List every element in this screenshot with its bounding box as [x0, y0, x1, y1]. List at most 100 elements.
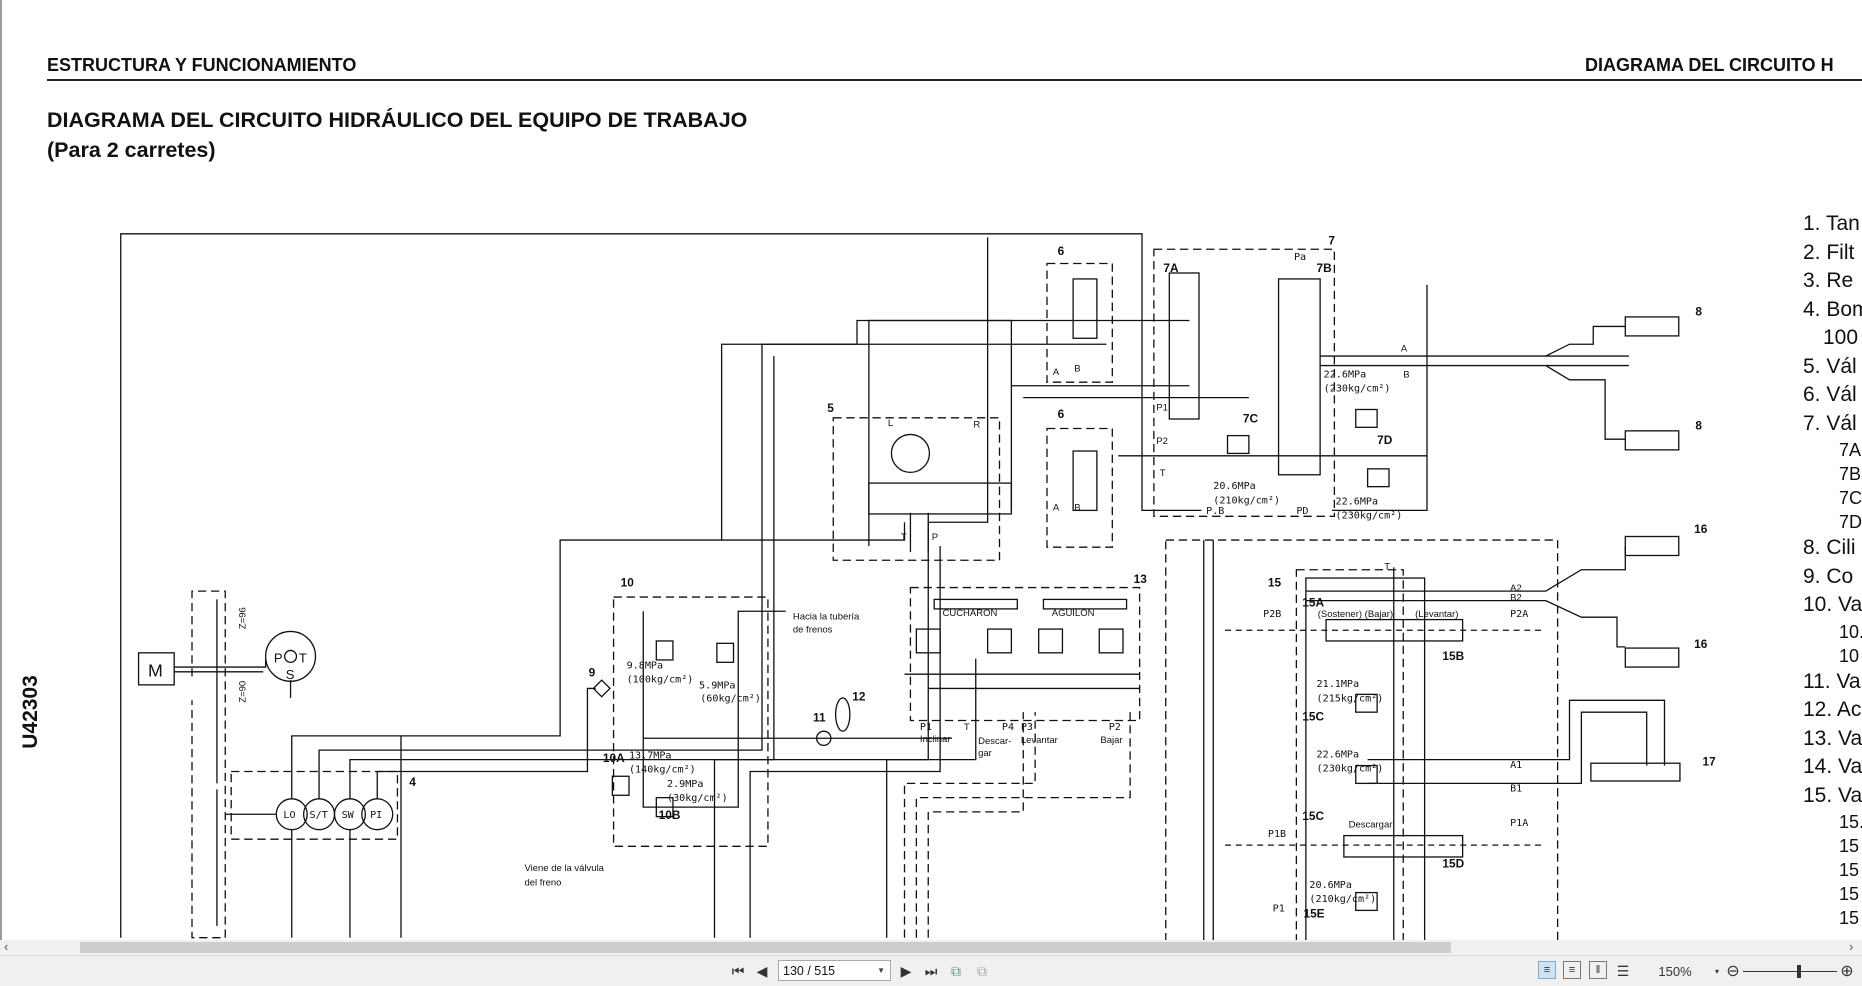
next-page-button[interactable]: ▶	[898, 961, 914, 981]
diagram-label-v6b-b: B	[1074, 502, 1080, 513]
diagram-label-n7d: 7D	[1377, 433, 1393, 447]
two-page-continuous-icon: ☰	[1616, 962, 1630, 979]
legend-item: 14. Va	[1803, 755, 1862, 778]
steering-pump-s-label: S	[286, 667, 295, 682]
page-number-input[interactable]: 130 / 515▼	[778, 960, 891, 981]
legend-item: 6. Vál	[1803, 383, 1857, 406]
continuous-view-button[interactable]: ≡	[1563, 961, 1581, 979]
chevron-down-icon[interactable]: ▼	[877, 966, 885, 975]
scroll-right-icon[interactable]: ›	[1849, 939, 1854, 954]
diagram-label-v13-p1: P1	[920, 722, 932, 733]
diagram-label-v7-a: A	[1401, 343, 1408, 354]
zoom-out-button[interactable]: ⊖	[1724, 961, 1742, 981]
last-page-button[interactable]: ⏭	[922, 961, 940, 981]
legend-item: 12. Ac	[1803, 698, 1862, 721]
legend-item: 10.	[1839, 621, 1862, 642]
legend-item: 15	[1839, 836, 1860, 856]
diagram-label-p98: 9.8MPa	[627, 660, 663, 671]
diagram-label-v6b-a: A	[1053, 502, 1060, 513]
legend-item: 1. Tan	[1803, 212, 1860, 235]
horizontal-scrollbar[interactable]: ‹ ›	[0, 939, 1862, 955]
diagram-label-p29k: (30kg/cm²)	[667, 793, 728, 804]
legend-item: 15	[1839, 884, 1860, 904]
legend-item: 15	[1839, 860, 1860, 880]
diagram-label-brake-to2: de frenos	[793, 625, 833, 636]
pump-sw-label: SW	[342, 810, 355, 821]
legend-item: 4. Bom	[1803, 297, 1862, 321]
first-page-button[interactable]: ⏮	[730, 961, 746, 981]
insert-page-button[interactable]: ⧉	[973, 961, 991, 981]
page-title: DIAGRAMA DEL CIRCUITO HIDRÁULICO DEL EQU…	[47, 108, 748, 132]
legend-item: 100	[1823, 326, 1859, 349]
zoom-in-icon: ⊕	[1840, 963, 1854, 980]
diagram-label-n5: 5	[827, 401, 834, 415]
legend-item: 10	[1839, 645, 1860, 666]
zoom-dropdown-icon[interactable]: ▾	[1714, 966, 1719, 976]
diagram-label-v7-p2: P2	[1156, 436, 1168, 447]
diagram-label-pd: PD	[1296, 506, 1308, 517]
zoom-level[interactable]: 150%	[1658, 963, 1692, 979]
zoom-slider[interactable]	[1743, 971, 1837, 972]
scroll-left-icon[interactable]: ‹	[4, 939, 9, 954]
diagram-label-n7: 7	[1328, 234, 1335, 248]
previous-page-button[interactable]: ◀	[754, 961, 770, 981]
diagram-label-n10: 10	[621, 575, 635, 589]
legend-item: 9. Co	[1803, 564, 1854, 588]
diagram-label-p226ck: (230kg/cm²)	[1317, 764, 1384, 775]
gear-z90-label: Z=90	[237, 681, 248, 703]
legend-item: 15. Va	[1803, 783, 1862, 807]
last-page-icon: ⏭	[924, 962, 938, 979]
legend-item: 3. Re	[1803, 269, 1854, 292]
page-subtitle: (Para 2 carretes)	[47, 138, 216, 162]
diagram-label-n8b: 8	[1695, 419, 1702, 433]
diagram-label-p226c: 22.6MPa	[1317, 749, 1359, 760]
diagram-label-n10a: 10A	[603, 751, 625, 765]
diagram-label-p206b: 20.6MPa	[1309, 880, 1351, 891]
page-extract-icon: ⧉	[951, 962, 961, 979]
diagram-label-v5-l: L	[888, 418, 893, 429]
diagram-label-v13-t: T	[964, 722, 970, 733]
diagram-label-n15c2: 15C	[1302, 809, 1324, 823]
diagram-label-v13-p3: P3	[1021, 722, 1033, 733]
pump-lo-label: LO	[283, 810, 295, 821]
diagram-label-p2b: P2B	[1263, 609, 1281, 620]
diagram-label-p29: 2.9MPa	[667, 779, 703, 790]
steering-pump-p-label: P	[274, 650, 283, 665]
legend-item: 7. Vál	[1803, 411, 1857, 435]
diagram-label-v15-t: T	[1384, 562, 1390, 573]
diagram-label-v13-p4: P4	[1002, 722, 1014, 733]
diagram-label-n7a: 7A	[1163, 261, 1179, 275]
zoom-slider-thumb[interactable]	[1797, 965, 1801, 978]
single-page-view-button[interactable]: ≡	[1538, 961, 1556, 979]
diagram-label-a1: A1	[1510, 760, 1522, 771]
running-header-right: DIAGRAMA DEL CIRCUITO H	[1585, 55, 1834, 75]
diagram-label-sostener: (Sostener) (Bajar)	[1318, 609, 1393, 620]
diagram-label-n16a: 16	[1694, 522, 1708, 536]
gear-z96-label: Z=96	[237, 607, 248, 629]
diagram-label-p226a: 22.6MPa	[1324, 369, 1366, 380]
diagram-label-n8a: 8	[1695, 305, 1702, 319]
two-page-view-button[interactable]: ‖	[1589, 961, 1607, 979]
diagram-label-descar1: Descar-	[978, 736, 1011, 747]
diagram-label-levantar: Levantar	[1021, 735, 1058, 746]
diagram-label-n15d: 15D	[1442, 857, 1464, 871]
diagram-label-p211: 21.1MPa	[1317, 679, 1359, 690]
legend-item: 2. Filt	[1803, 240, 1855, 264]
diagram-label-v6a-b: B	[1074, 364, 1080, 375]
diagram-label-p226ak: (230kg/cm²)	[1324, 384, 1391, 395]
diagram-label-p59k: (60kg/cm²)	[700, 693, 761, 704]
legend-item: 8. Cili	[1803, 536, 1856, 559]
scrollbar-thumb[interactable]	[80, 942, 1451, 953]
previous-page-icon: ◀	[756, 962, 768, 979]
hydraulic-circuit-diagram: M P T S Z=96 Z=90 LO S/T SW PI 456677A7B…	[120, 233, 1716, 940]
diagram-label-pa: Pa	[1294, 252, 1306, 263]
legend-item: 15.	[1839, 812, 1862, 832]
zoom-in-button[interactable]: ⊕	[1838, 961, 1856, 981]
continuous-two-page-button[interactable]: ☰	[1614, 961, 1632, 981]
diagram-label-p1b: P1B	[1268, 829, 1286, 840]
diagram-label-n10b: 10B	[659, 808, 681, 822]
extract-page-button[interactable]: ⧉	[947, 961, 965, 981]
diagram-label-p211k: (215kg/cm²)	[1317, 693, 1384, 704]
diagram-label-brake-from1: Viene de la válvula	[525, 863, 605, 874]
